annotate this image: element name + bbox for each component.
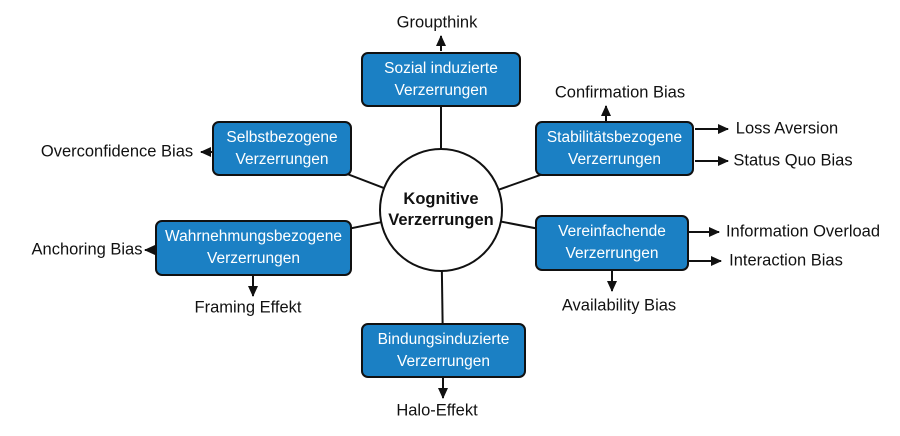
- center-circle: [379, 148, 503, 272]
- example-label-halo-effekt: Halo-Effekt: [396, 401, 478, 420]
- category-box-bindungsinduzierte: Bindungsinduzierte Verzerrungen: [361, 323, 526, 378]
- category-label-line2: Verzerrungen: [396, 352, 491, 370]
- category-box-selbstbezogene: Selbstbezogene Verzerrungen: [212, 121, 352, 176]
- category-label-line1: Stabilitätsbezogene: [546, 128, 683, 146]
- example-label-availability-bias: Availability Bias: [561, 296, 677, 315]
- example-label-loss-aversion: Loss Aversion: [735, 119, 839, 138]
- category-box-vereinfachende: Vereinfachende Verzerrungen: [535, 215, 689, 271]
- center-node-line1: Kognitive: [403, 190, 479, 208]
- example-label-interaction-bias: Interaction Bias: [729, 251, 843, 270]
- example-label-framing-effekt: Framing Effekt: [194, 298, 302, 317]
- center-node-line2: Verzerrungen: [388, 211, 494, 229]
- example-label-overconfidence-bias: Overconfidence Bias: [40, 142, 194, 161]
- category-box-stabilitaetsbezogene: Stabilitätsbezogene Verzerrungen: [535, 121, 694, 176]
- category-label-line1: Bindungsinduzierte: [377, 330, 510, 348]
- category-label-line2: Verzerrungen: [567, 150, 662, 168]
- category-label-line2: Verzerrungen: [206, 250, 301, 267]
- category-box-sozial-induzierte: Sozial induzierte Verzerrungen: [361, 52, 521, 107]
- example-label-status-quo-bias: Status Quo Bias: [733, 151, 853, 170]
- category-label-line2: Verzerrungen: [235, 150, 329, 168]
- category-label-line2: Verzerrungen: [565, 245, 659, 262]
- category-label-line1: Vereinfachende: [558, 223, 666, 240]
- category-label-line2: Verzerrungen: [394, 81, 488, 99]
- example-arrows: [144, 35, 729, 399]
- category-label-line1: Wahrnehmungsbezogene: [165, 228, 342, 245]
- center-node-label: Kognitive Verzerrungen: [388, 189, 493, 231]
- category-box-wahrnehmungsbezogene: Wahrnehmungsbezogene Verzerrungen: [155, 220, 352, 276]
- example-label-confirmation-bias: Confirmation Bias: [554, 83, 686, 102]
- category-label-line1: Sozial induzierte: [384, 59, 498, 77]
- example-label-groupthink: Groupthink: [396, 13, 478, 32]
- example-label-anchoring-bias: Anchoring Bias: [31, 240, 143, 259]
- example-label-information-overload: Information Overload: [725, 222, 881, 241]
- category-label-line1: Selbstbezogene: [226, 128, 338, 146]
